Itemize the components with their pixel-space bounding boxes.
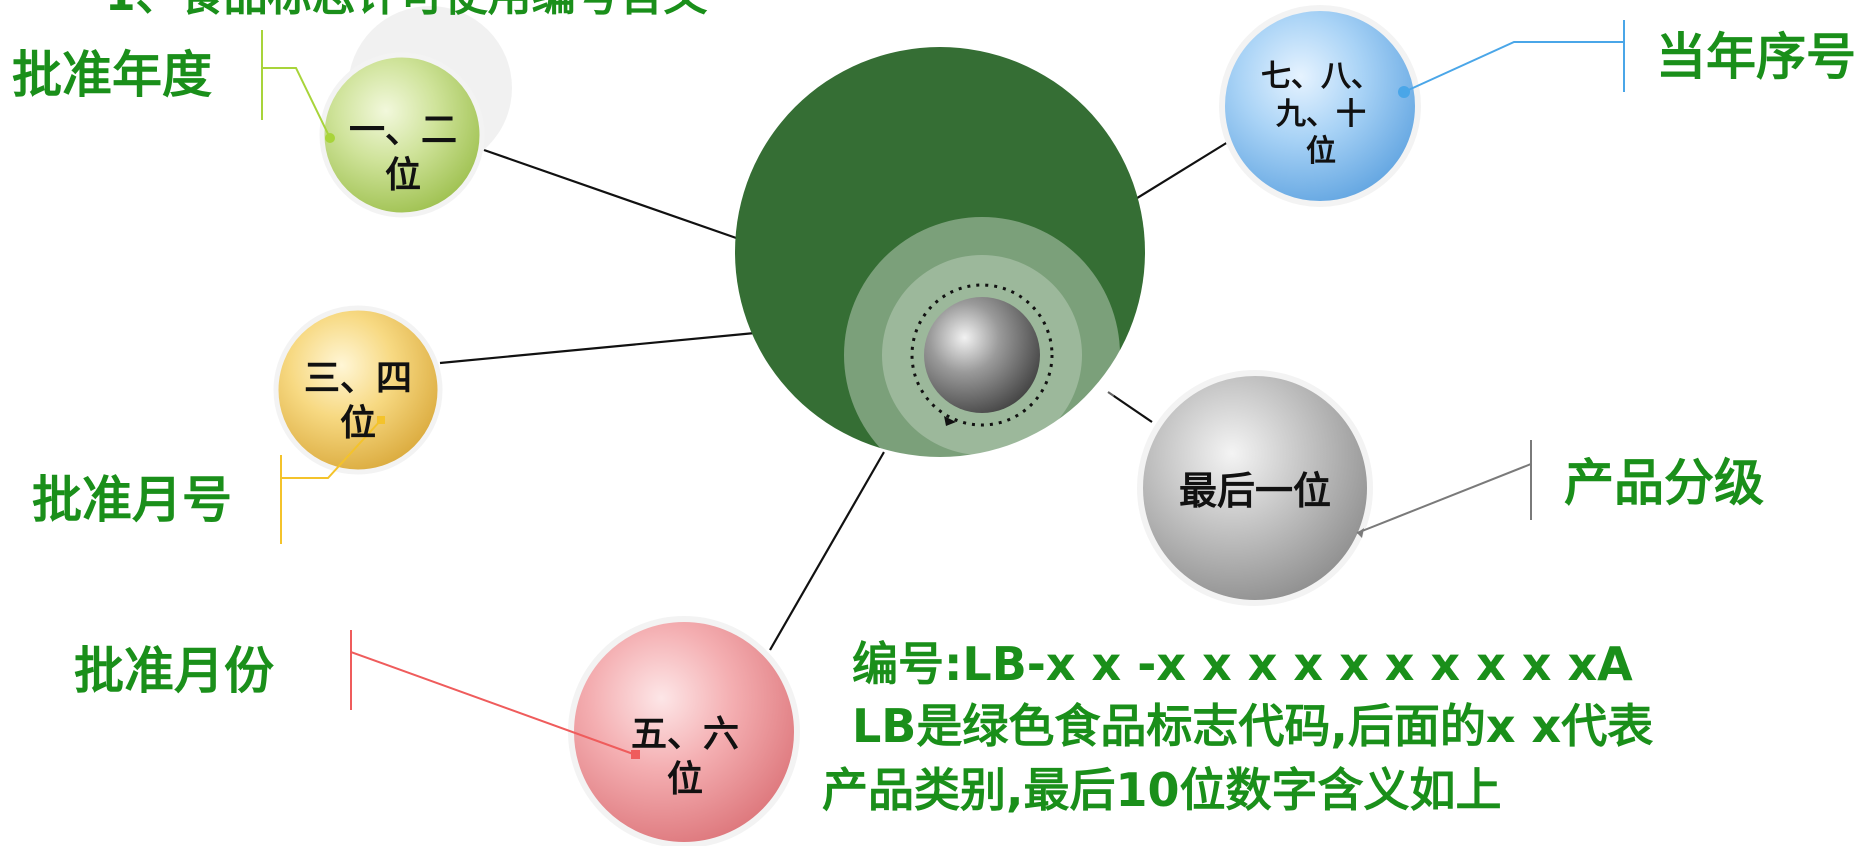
callout-grade: [1356, 440, 1532, 534]
callout-dot: [325, 133, 335, 143]
callout-serial: [1403, 20, 1625, 93]
hub-circle: [735, 47, 1145, 457]
callout-dot: [1357, 528, 1364, 538]
label-approval-month-no: 批准月号: [32, 471, 232, 529]
bubble-label-1-2: 一、二 位: [348, 110, 457, 196]
bubble-label-7-10: 七、八、 九、十 位: [1261, 59, 1381, 169]
steel-knob: [924, 297, 1040, 413]
connector-line: [1107, 391, 1153, 423]
bubble-blue: [1219, 5, 1421, 207]
label-product-grade: 产品分级: [1564, 454, 1764, 512]
connector-line: [769, 451, 885, 651]
note-line-2: LB是绿色食品标志代码,后面的x x代表: [852, 699, 1654, 753]
label-approval-year: 批准年度: [12, 46, 212, 104]
callout-year: [261, 30, 331, 139]
bubble-green: [319, 52, 485, 218]
callout-dot: [377, 416, 385, 424]
callout-dot: [1398, 86, 1410, 98]
label-approval-month: 批准月份: [74, 642, 274, 700]
arrow-head-icon: [944, 416, 956, 426]
connector-line: [483, 148, 743, 242]
bubble-label-3-4: 三、四 位: [303, 358, 412, 444]
callout-month: [350, 630, 637, 756]
label-annual-serial: 当年序号: [1656, 28, 1856, 86]
page-title: 1、食品标志许可使用编号含义: [105, 0, 708, 18]
bubble-yellow: [273, 305, 443, 475]
rotate-arrow-icon: [910, 283, 1054, 427]
note-line-1: 编号:LB-x x -x x x x x x x x x xA: [852, 637, 1633, 691]
callout-dot: [631, 750, 640, 759]
note-line-3: 产品类别,最后10位数字含义如上: [822, 763, 1502, 817]
bubble-gray: [1137, 370, 1373, 606]
bubble-label-5-6: 五、六 位: [630, 714, 739, 800]
connector-line: [439, 331, 756, 365]
callout-month-no: [280, 419, 382, 544]
bubble-label-last: 最后一位: [1178, 469, 1331, 513]
